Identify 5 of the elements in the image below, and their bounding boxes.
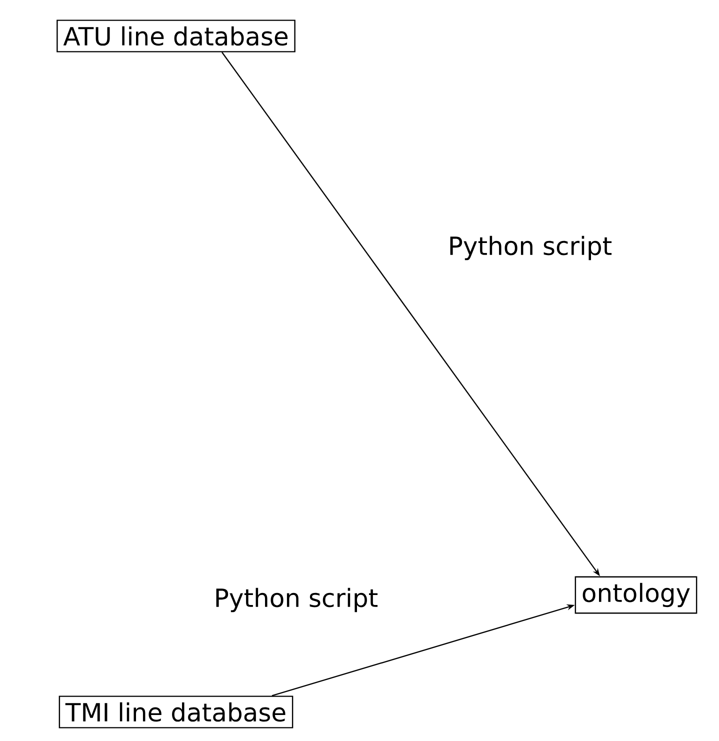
process-box: ontology (574, 576, 698, 614)
process-box: TMI line database (58, 696, 294, 728)
edge-label: Python script (216, 588, 378, 612)
edge-label: Python script (450, 236, 612, 260)
process-box: ATU line database (56, 20, 296, 52)
